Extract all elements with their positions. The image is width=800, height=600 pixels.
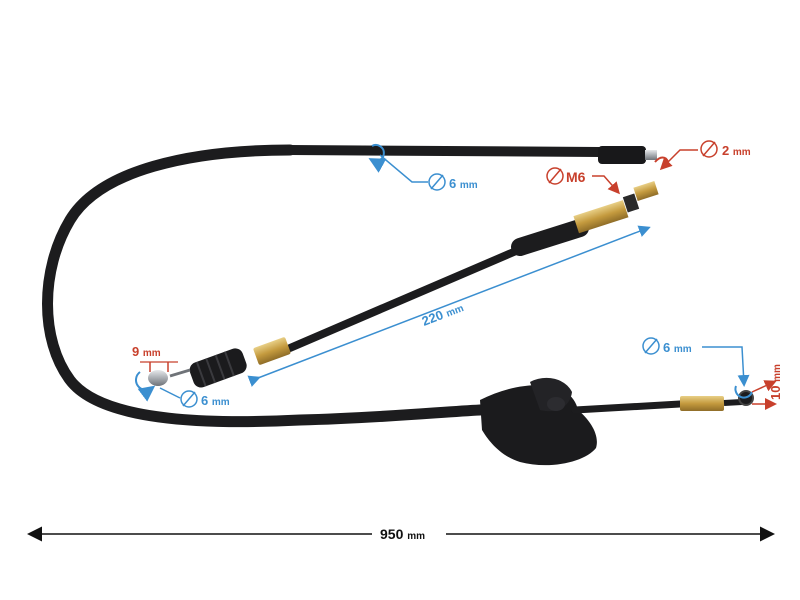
svg-text:2 mm: 2 mm bbox=[722, 143, 751, 158]
svg-text:6 mm: 6 mm bbox=[663, 340, 692, 355]
left-nipple-dimensions: 9 mm 6 mm bbox=[132, 344, 230, 408]
svg-text:9 mm: 9 mm bbox=[132, 344, 161, 359]
rotation-arrow-icon bbox=[734, 385, 753, 399]
diameter-icon bbox=[180, 390, 198, 408]
svg-text:10 mm: 10 mm bbox=[768, 364, 783, 400]
overall-length-label: 950 mm bbox=[380, 526, 425, 542]
svg-text:6 mm: 6 mm bbox=[449, 176, 478, 191]
right-cable bbox=[571, 400, 684, 414]
diameter-icon bbox=[546, 167, 564, 185]
diameter-icon bbox=[642, 337, 660, 355]
diameter-icon bbox=[428, 173, 446, 191]
rotation-arrow-icon bbox=[368, 144, 387, 173]
rubber-boot bbox=[189, 348, 247, 388]
inner-cable bbox=[286, 241, 534, 352]
brass-threaded-rod bbox=[573, 200, 629, 234]
right-end-dimensions: 6 mm 10 mm bbox=[642, 337, 783, 410]
outer-cable bbox=[42, 144, 486, 428]
outer-cable-top bbox=[285, 145, 605, 157]
overall-length-dimension: 950 mm bbox=[27, 526, 775, 542]
svg-text:6 mm: 6 mm bbox=[201, 393, 230, 408]
inner-length-label: 220 mm bbox=[420, 299, 466, 328]
left-brass-fitting bbox=[253, 337, 291, 365]
lever-housing bbox=[480, 377, 597, 466]
left-nipple bbox=[148, 370, 168, 386]
thread-dimension: M6 bbox=[546, 167, 620, 195]
rotation-arrow-icon bbox=[135, 371, 156, 402]
diameter-icon bbox=[700, 140, 718, 158]
right-brass-fitting bbox=[680, 396, 724, 411]
top-sheath-dimension: 6 mm bbox=[368, 144, 478, 191]
top-end-dimension: 2 mm bbox=[654, 140, 751, 171]
top-end-ferrule bbox=[598, 146, 646, 164]
svg-text:M6: M6 bbox=[566, 169, 586, 185]
